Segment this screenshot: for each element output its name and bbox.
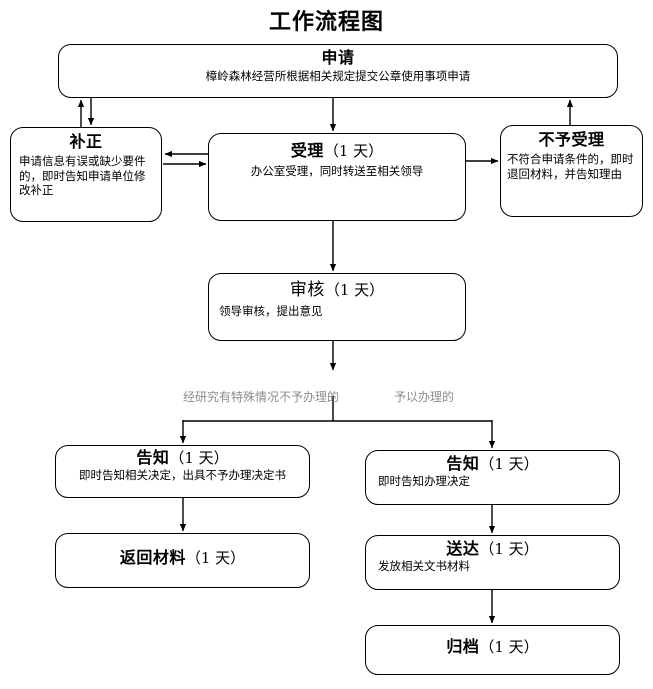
node-deliver[interactable]: 送达（1 天） 发放相关文书材料	[365, 535, 620, 590]
node-accept-title: 受理（1 天）	[290, 141, 384, 160]
node-apply-desc: 樟岭森林经营所根据相关规定提交公章使用事项申请	[205, 68, 471, 83]
node-fix[interactable]: 补正 申请信息有误或缺少要件的，即时告知申请单位修改补正	[10, 127, 162, 222]
node-apply[interactable]: 申请 樟岭森林经营所根据相关规定提交公章使用事项申请	[58, 44, 618, 98]
node-review[interactable]: 审核（1 天） 领导审核，提出意见	[208, 273, 466, 341]
node-reject-desc: 不符合申请条件的，即时退回材料，并告知理由	[507, 151, 634, 181]
node-return-documents-title: 返回材料（1 天）	[119, 548, 246, 567]
node-fix-desc: 申请信息有误或缺少要件的，即时告知申请单位修改补正	[19, 153, 146, 198]
node-deliver-desc: 发放相关文书材料	[378, 558, 470, 573]
node-archive[interactable]: 归档（1 天）	[365, 625, 620, 675]
node-review-title: 审核（1 天）	[289, 280, 385, 300]
node-notify-left[interactable]: 告知（1 天） 即时告知相关决定，出具不予办理决定书	[55, 445, 310, 498]
node-apply-title: 申请	[321, 48, 355, 67]
node-notify-right-desc: 即时告知办理决定	[378, 473, 470, 488]
node-notify-left-desc: 即时告知相关决定，出具不予办理决定书	[79, 467, 286, 482]
node-notify-right-title: 告知（1 天）	[446, 454, 539, 473]
node-reject-title: 不予受理	[538, 130, 605, 149]
branch-label-left: 经研究有特殊情况不予办理的	[183, 390, 340, 404]
node-review-desc: 领导审核，提出意见	[219, 304, 323, 319]
node-deliver-title: 送达（1 天）	[446, 539, 539, 558]
node-return-documents[interactable]: 返回材料（1 天）	[55, 533, 310, 588]
node-accept[interactable]: 受理（1 天） 办公室受理，同时转送至相关领导	[208, 133, 466, 221]
node-notify-right[interactable]: 告知（1 天） 即时告知办理决定	[365, 450, 620, 505]
branch-label-right: 予以办理的	[394, 390, 455, 404]
node-notify-left-title: 告知（1 天）	[136, 448, 229, 467]
node-fix-title: 补正	[69, 132, 103, 151]
node-reject[interactable]: 不予受理 不符合申请条件的，即时退回材料，并告知理由	[500, 125, 643, 217]
node-accept-desc: 办公室受理，同时转送至相关领导	[250, 163, 424, 178]
page-title: 工作流程图	[268, 9, 384, 35]
node-archive-title: 归档（1 天）	[446, 637, 539, 656]
